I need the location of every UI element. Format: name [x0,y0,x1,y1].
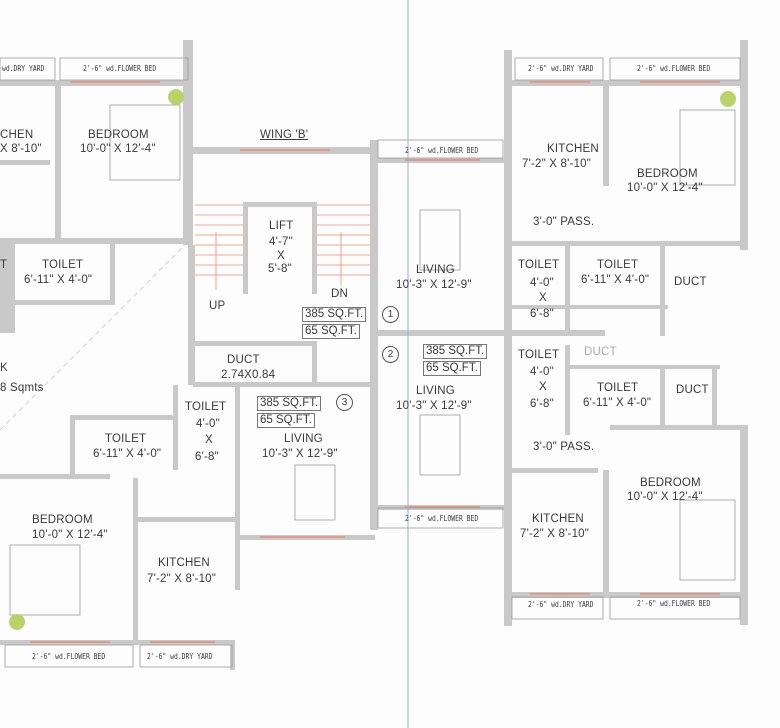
living-label: LIVING [416,385,455,397]
flat-2-carpet-area: 385 SQ.FT. [423,344,488,359]
toilet-label: TOILET [518,349,560,361]
toilet-size: 6'-11" X 4'-0" [93,448,162,460]
duct-label: DUCT [584,346,617,358]
lift-label: LIFT [269,220,294,232]
toilet-label: T [0,259,8,271]
stair-treads [195,204,370,290]
windows [30,81,720,643]
lift-height: 5'-8" [268,263,292,275]
dry-yard-label: 2'-6" wd.DRY YARD [147,652,213,661]
lift-width: 4'-7" [269,236,293,248]
toilet-size: 6'-11" X 4'-0" [583,397,652,409]
flower-bed-label: 2'-6" wd.FLOWER BED [83,64,157,73]
bedroom-label: BEDROOM [640,477,701,489]
living-size: 10'-3" X 12'-9" [396,279,472,291]
flat-3-balcony-area: 65 SQ.FT. [257,413,315,428]
flat-1-number: 1 [382,306,399,323]
stair-up-label: UP [209,300,226,312]
kitchen-size: 7'-2" X 8'-10" [522,158,592,170]
duct-label: DUCT [227,354,260,366]
living-label: LIVING [284,433,323,445]
toilet-height: 6'-8" [530,398,554,410]
toilet-size: 6'-11" X 4'-0" [581,274,650,286]
flat-1-balcony-area: 65 SQ.FT. [302,324,360,339]
living-size: 10'-3" X 12'-9" [396,400,472,412]
toilet-x: X [539,381,547,393]
dry-yard-label: wd.DRY YARD [2,64,45,73]
flat-3-number: 3 [336,394,353,411]
bedroom-label: BEDROOM [637,168,698,180]
flower-bed-label: 2'-6" wd.FLOWER BED [32,652,106,661]
flat-type-label: K [0,362,8,374]
duct-label: DUCT [674,276,707,288]
toilet-label: TOILET [597,382,639,394]
kitchen-label: KITCHEN [532,513,584,525]
toilet-width: 4'-0" [530,366,554,378]
bedroom-label: BEDROOM [88,129,149,141]
toilet-label: TOILET [185,401,227,413]
toilet-width: 4'-0" [530,277,554,289]
area-label: 8 Sqmts [0,382,44,394]
living-label: LIVING [416,264,455,276]
passage-label: 3'-0" PASS. [533,216,595,228]
flat-2-balcony-area: 65 SQ.FT. [423,361,481,376]
toilet-size: 6'-11" X 4'-0" [24,274,93,286]
duct-label: DUCT [676,384,709,396]
stair-down-label: DN [331,288,349,300]
flower-bed-label: 2'-6" wd.FLOWER BED [637,599,711,608]
lift-x: X [277,250,285,262]
flat-2-number: 2 [382,346,399,363]
kitchen-size: 7'-2" X 8'-10" [147,573,217,585]
flower-bed-label: 2'-6" wd.FLOWER BED [405,146,479,155]
toilet-height: 6'-8" [530,308,554,320]
kitchen-label: KITCHEN [158,557,210,569]
kitchen-label: KITCHEN [547,143,599,155]
kitchen-size: X 8'-10" [0,143,42,155]
toilet-label: TOILET [105,433,147,445]
bedroom-size: 10'-0" X 12'-4" [627,491,703,503]
dry-yard-label: 2'-6" wd.DRY YARD [528,600,594,609]
flat-3-carpet-area: 385 SQ.FT. [257,396,322,411]
toilet-x: X [539,292,547,304]
bedroom-label: BEDROOM [32,514,93,526]
kitchen-size: 7'-2" X 8'-10" [520,528,590,540]
duct-size: 2.74X0.84 [221,369,276,381]
flower-bed-label: 2'-6" wd.FLOWER BED [405,514,479,523]
plant-icons [9,89,736,630]
living-size: 10'-3" X 12'-9" [262,448,338,460]
passage-label: 3'-0" PASS. [533,441,595,453]
flat-1-carpet-area: 385 SQ.FT. [302,307,367,322]
toilet-height: 6'-8" [195,451,219,463]
bedroom-size: 10'-0" X 12'-4" [627,182,703,194]
bedroom-size: 10'-0" X 12'-4" [80,143,156,155]
toilet-label: TOILET [597,259,639,271]
kitchen-label: CHEN [0,129,34,141]
wing-label: WING 'B' [260,129,309,141]
room-outlines [0,57,741,668]
toilet-label: TOILET [518,259,560,271]
bedroom-size: 10'-0" X 12'-4" [32,529,108,541]
toilet-width: 4'-0" [196,418,220,430]
dry-yard-label: 2'-6" wd.DRY YARD [528,64,594,73]
flower-bed-label: 2'-6" wd.FLOWER BED [637,64,711,73]
toilet-label: TOILET [42,259,84,271]
toilet-x: X [205,434,213,446]
